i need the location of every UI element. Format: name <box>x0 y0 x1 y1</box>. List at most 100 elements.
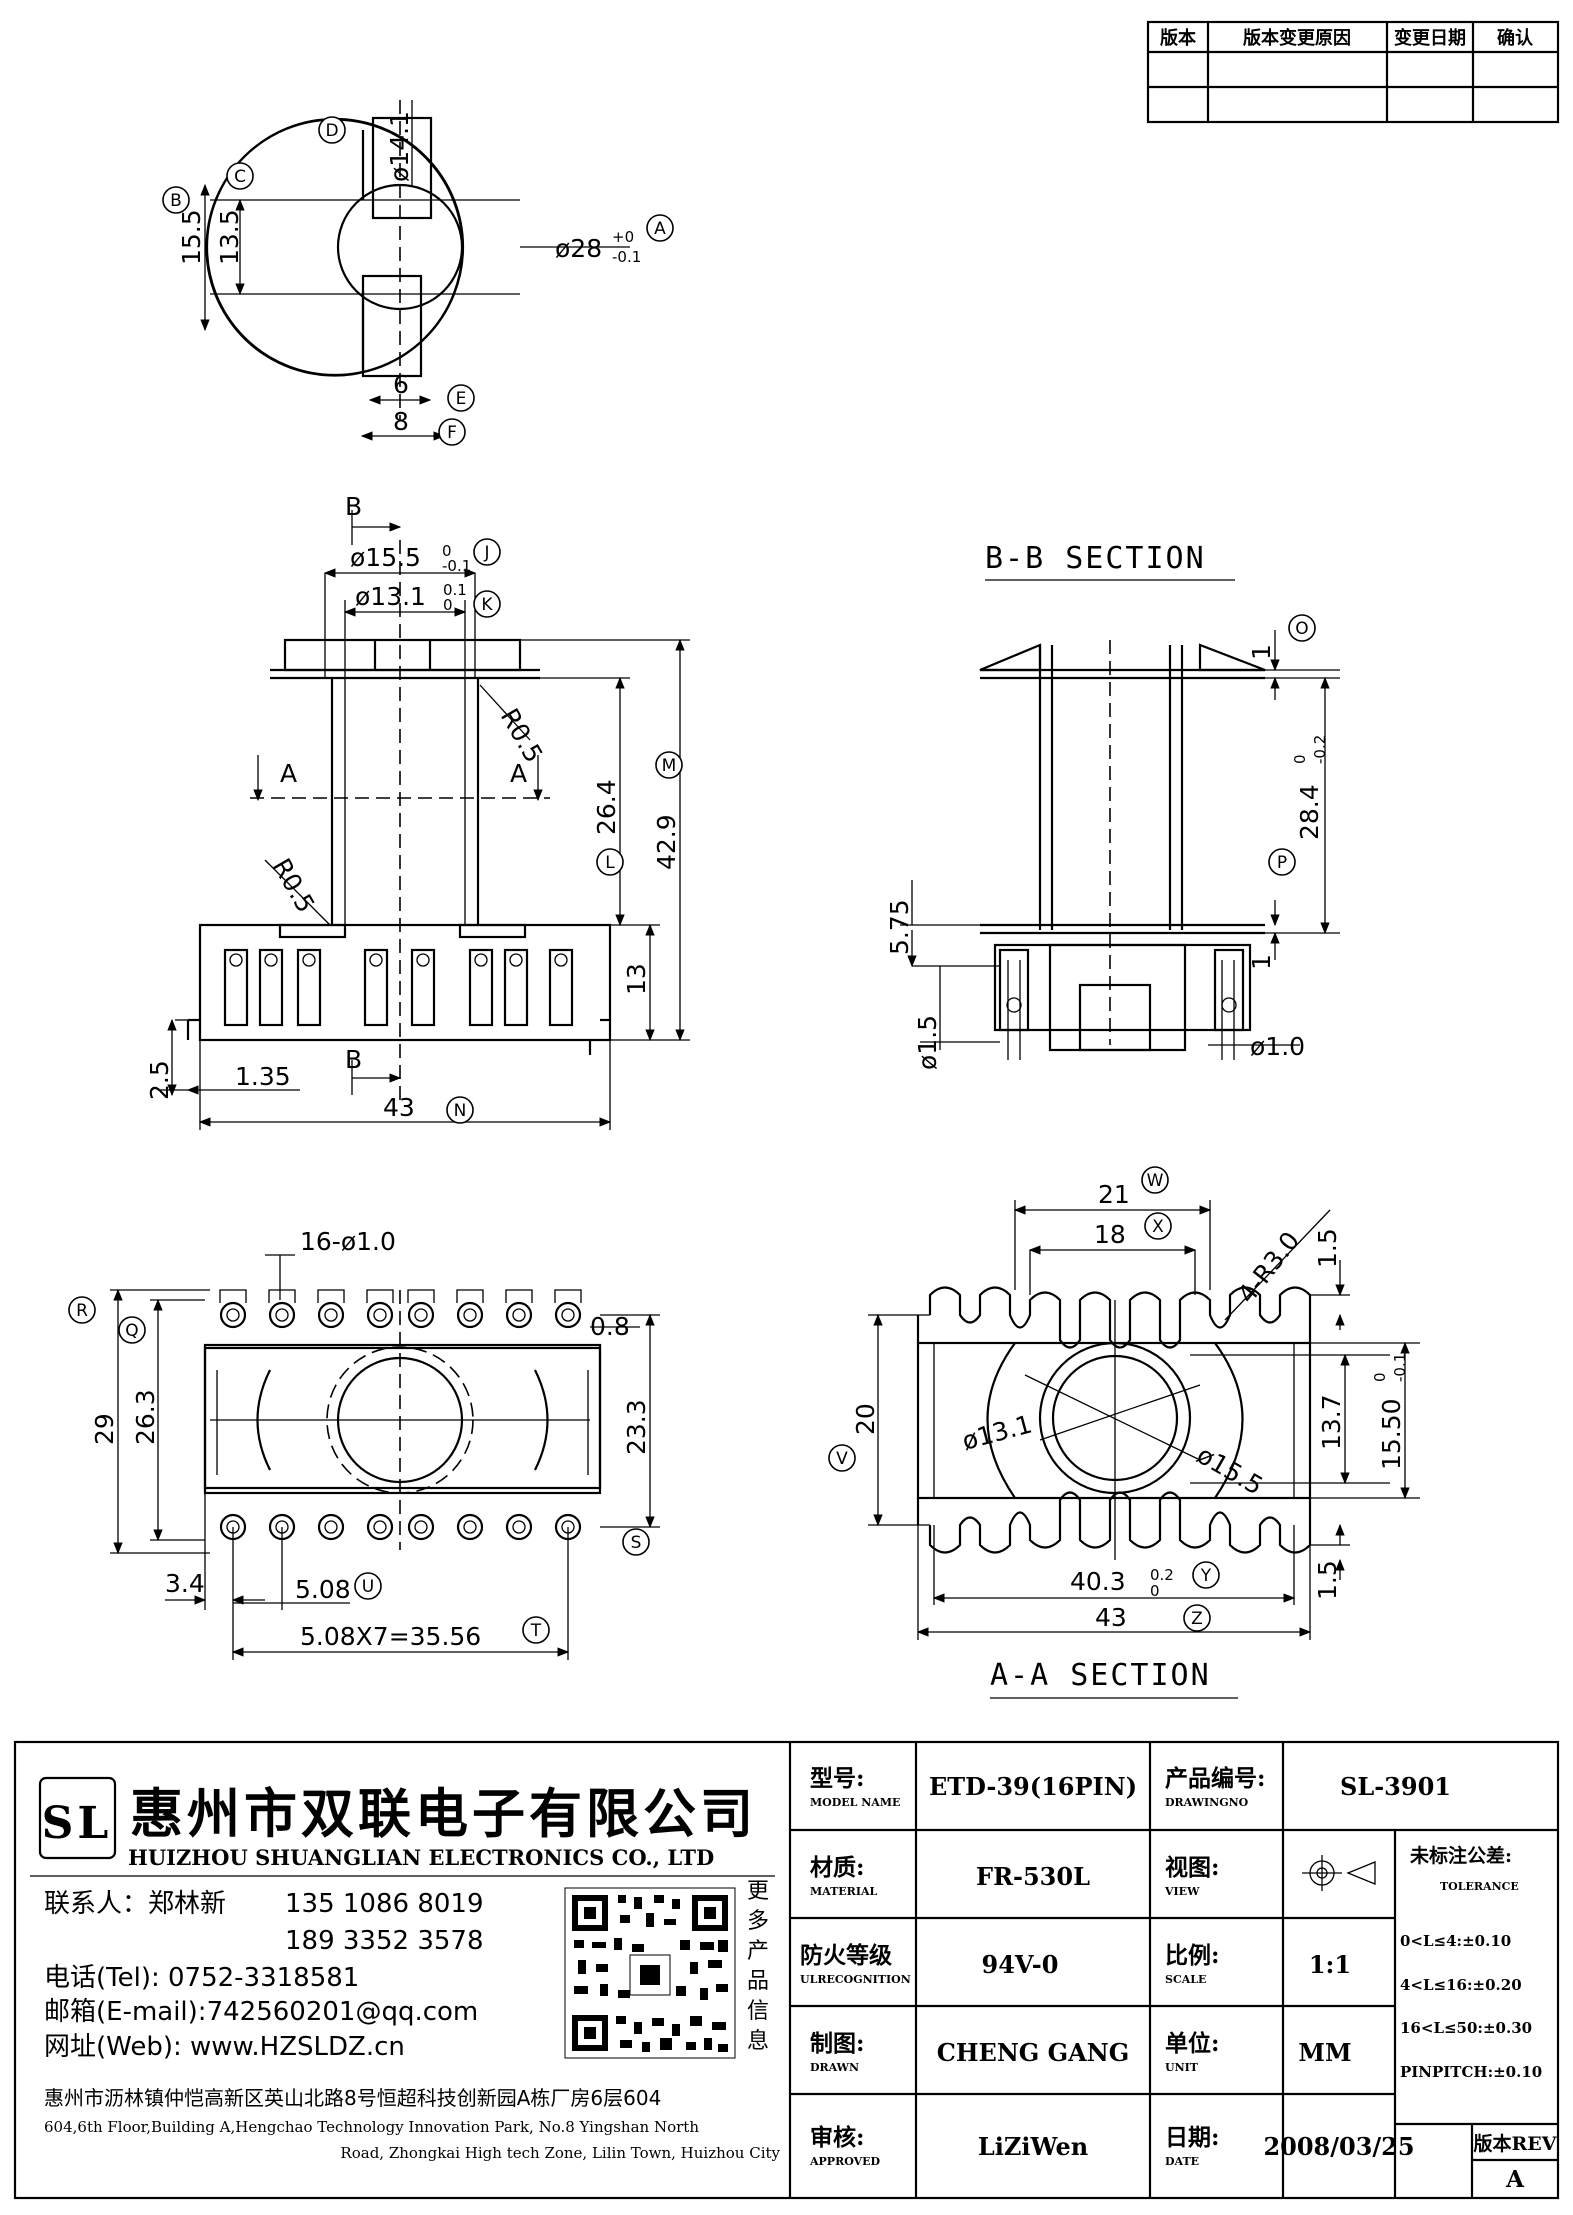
aa-dim-h15-5-tol-lower: -0.1 <box>1391 1353 1409 1382</box>
rev-header-confirm: 确认 <box>1497 27 1534 49</box>
bb-dim-5-75: 5.75 <box>885 899 914 955</box>
dim-d15-5: ø15.5 <box>350 543 421 572</box>
svg-text:Z: Z <box>1191 1609 1203 1629</box>
material-label: 材质: <box>810 1854 865 1881</box>
svg-text:A: A <box>654 219 666 239</box>
revision-table: 版本 版本变更原因 变更日期 确认 <box>1146 20 1560 124</box>
unit-label: 单位: <box>1165 2030 1220 2057</box>
svg-text:S: S <box>631 1533 642 1553</box>
bottom-pins-top <box>219 1301 582 1329</box>
svg-text:Q: Q <box>125 1321 138 1341</box>
tolerance-label-en: TOLERANCE <box>1440 1880 1519 1893</box>
bottom-dim-h23-3: 23.3 <box>622 1399 651 1455</box>
svg-text:T: T <box>530 1621 542 1641</box>
rev-value: A <box>1505 2166 1525 2193</box>
aa-dim-w43: 43 <box>1095 1603 1127 1632</box>
svg-text:O: O <box>1295 619 1308 639</box>
contact-web: 网址(Web): www.HZSLDZ.cn <box>44 2032 405 2062</box>
svg-text:M: M <box>662 756 677 776</box>
section-mark-b-bottom: B <box>345 1045 362 1074</box>
bubble-n: N <box>446 1096 474 1124</box>
aa-dim-w40-3: 40.3 <box>1070 1567 1126 1596</box>
company-logo: SL <box>38 1776 117 1860</box>
tolerance-4: PINPITCH:±0.10 <box>1400 2063 1542 2081</box>
rev-header-date: 变更日期 <box>1394 27 1466 49</box>
bb-dim-d1-5: ø1.5 <box>913 1015 942 1070</box>
aa-dim-w40-3-tol-lower: 0 <box>1150 1582 1160 1600</box>
bottom-dim-0-8: 0.8 <box>590 1312 630 1341</box>
material-value: FR-530L <box>976 1862 1090 1891</box>
approved-label: 审核: <box>810 2124 865 2151</box>
aa-dim-r3: 4-R3.0 <box>1232 1226 1305 1309</box>
svg-text:E: E <box>456 389 467 409</box>
dim-h2-5: 2.5 <box>145 1060 174 1100</box>
tolerance-label: 未标注公差: <box>1409 1844 1512 1867</box>
tolerance-2: 4<L≤16:±0.20 <box>1400 1976 1522 1994</box>
dim-13-5: 13.5 <box>215 209 244 265</box>
drawn-label-en: DRAWN <box>810 2061 859 2074</box>
dim-d15-5-tol-lower: -0.1 <box>442 557 471 575</box>
contact-label: 联系人：郑林新 <box>44 1889 226 1919</box>
dim-w1-35: 1.35 <box>235 1062 291 1091</box>
svg-text:F: F <box>447 423 457 443</box>
flame-value: 94V-0 <box>982 1950 1059 1979</box>
svg-text:B: B <box>170 191 182 211</box>
scale-label: 比例: <box>1165 1942 1220 1969</box>
bubble-v: V <box>828 1444 856 1472</box>
dim-h13: 13 <box>622 963 651 995</box>
bubble-s: S <box>622 1528 650 1556</box>
section-mark-b-top: B <box>345 492 362 521</box>
scale-value: 1:1 <box>1309 1950 1351 1979</box>
drawing-label: 产品编号: <box>1165 1765 1266 1792</box>
company-name-en: HUIZHOU SHUANGLIAN ELECTRONICS CO., LTD <box>128 1845 714 1870</box>
title-block: 型号: MODEL NAME ETD-39(16PIN) 产品编号: DRAWI… <box>790 1742 1558 2198</box>
aa-section-title: A-A SECTION <box>990 1658 1211 1693</box>
bottom-dim-h26-3: 26.3 <box>131 1389 160 1445</box>
bubble-d: D <box>318 116 346 144</box>
bottom-dim-h29: 29 <box>90 1413 119 1445</box>
address-en-1: 604,6th Floor,Building A,Hengchao Techno… <box>44 2118 699 2136</box>
dim-h42-9: 42.9 <box>652 814 681 870</box>
approved-label-en: APPROVED <box>809 2155 881 2168</box>
flame-label-en: ULRECOGNITION <box>800 1973 911 1986</box>
view-label-en: VIEW <box>1164 1885 1200 1898</box>
dim-w43: 43 <box>383 1093 415 1122</box>
company-block: SL 惠州市双联电子有限公司 HUIZHOU SHUANGLIAN ELECTR… <box>13 1740 1560 2200</box>
dim-d28-tol-lower: -0.1 <box>612 248 641 266</box>
date-label: 日期: <box>1165 2124 1220 2151</box>
bb-section: B-B SECTION 1 28.4 0 -0. <box>885 541 1340 1070</box>
dim-d13-1-tol-upper: 0.1 <box>443 581 467 599</box>
dim-r05-upper: R0.5 <box>495 704 549 768</box>
bubble-a: A <box>646 214 674 242</box>
dim-d28-tol-upper: +0 <box>612 228 634 246</box>
unit-label-en: UNIT <box>1165 2061 1199 2074</box>
svg-text:Y: Y <box>1200 1566 1212 1586</box>
contact-phone-1: 135 1086 8019 <box>285 1889 484 1919</box>
view-label: 视图: <box>1165 1854 1220 1881</box>
bottom-dim-pins: 16-ø1.0 <box>300 1227 396 1256</box>
more-info-4: 品 <box>747 1969 769 1994</box>
bubble-l: L <box>596 848 624 876</box>
more-info-3: 产 <box>747 1939 769 1964</box>
bubble-p: P <box>1268 848 1296 876</box>
svg-text:D: D <box>325 121 338 141</box>
bubble-m: M <box>655 751 683 779</box>
top-view: 15.5 13.5 ø14.1 ø28 +0 -0.1 6 8 A B C D … <box>162 100 674 446</box>
bubble-x: X <box>1144 1212 1172 1240</box>
drawing-label-en: DRAWINGNO <box>1165 1796 1249 1809</box>
bubble-c: C <box>226 162 254 190</box>
bubble-e: E <box>447 384 475 412</box>
qr-code <box>564 1887 736 2059</box>
dim-d13-1: ø13.1 <box>355 582 426 611</box>
bubble-t: T <box>522 1616 550 1644</box>
date-label-en: DATE <box>1165 2155 1199 2168</box>
bubble-q: Q <box>118 1316 146 1344</box>
bubble-u: U <box>354 1572 382 1600</box>
bubble-w: W <box>1141 1166 1169 1194</box>
svg-text:R: R <box>76 1301 88 1321</box>
model-label: 型号: <box>810 1765 865 1792</box>
aa-dim-1-5-bottom: 1.5 <box>1313 1560 1342 1600</box>
svg-text:X: X <box>1152 1217 1164 1237</box>
bottom-view: 16-ø1.0 0.8 29 26.3 23.3 3.4 5.08 5.08X7… <box>68 1227 660 1660</box>
bubble-b: B <box>162 186 190 214</box>
